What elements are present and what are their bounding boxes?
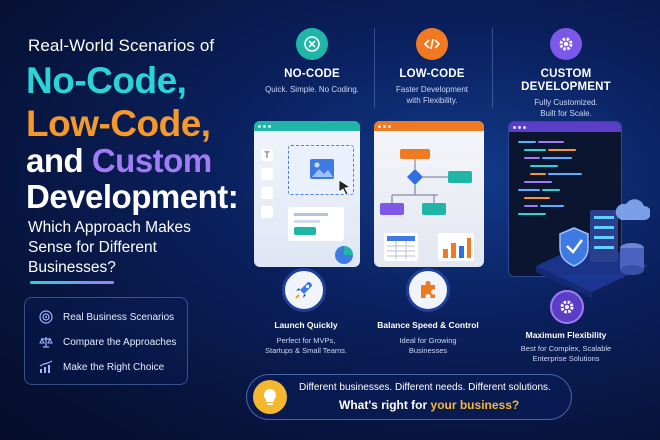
column-title: LOW-CODE xyxy=(399,68,465,80)
scale-icon xyxy=(39,337,53,348)
no-code-x-icon xyxy=(296,28,328,60)
column-desc: Fully Customized. Built for Scale. xyxy=(534,98,598,118)
server-illustration xyxy=(536,199,650,298)
bottom-line-1: Different businesses. Different needs. D… xyxy=(299,382,551,393)
column-divider xyxy=(374,28,375,108)
headline-no-code: No-Code, xyxy=(26,60,187,101)
lightbulb-icon xyxy=(253,380,287,414)
headline-underline xyxy=(30,281,114,284)
headline-lead: Real-World Scenarios of xyxy=(28,36,215,55)
code-lines xyxy=(518,141,582,215)
rocket-icon xyxy=(282,268,326,312)
gear-icon xyxy=(550,290,584,324)
caption-no-code: Launch Quickly Perfect for MVPs, Startup… xyxy=(265,320,347,355)
column-custom-header: CUSTOM DEVELOPMENT Fully Customized. Bui… xyxy=(506,28,626,119)
bottom-banner: Different businesses. Different needs. D… xyxy=(246,374,572,420)
target-icon xyxy=(39,310,53,324)
column-desc: Faster Development with Flexibility. xyxy=(395,85,469,105)
image-tool-icon xyxy=(261,168,273,180)
table-widget-icon xyxy=(384,233,418,261)
flowchart-diagram xyxy=(380,149,472,215)
column-title: NO-CODE xyxy=(284,68,340,80)
low-code-flow-panel xyxy=(374,121,484,267)
gear-icon xyxy=(550,28,582,60)
no-code-builder-panel: T xyxy=(254,121,360,267)
caption-low-code: Balance Speed & Control Ideal for Growin… xyxy=(377,320,479,355)
bottom-line-2: What's right for your business? xyxy=(339,398,520,412)
checklist-box: Real Business Scenarios Compare the Appr… xyxy=(24,297,188,385)
grid-tool-icon xyxy=(261,187,273,199)
bar-chart-widget-icon xyxy=(438,233,474,261)
checklist-item: Real Business Scenarios xyxy=(39,310,174,324)
headline-custom-word: Custom xyxy=(91,142,212,179)
column-desc: Quick. Simple. No Coding. xyxy=(265,85,359,94)
text-tool-icon: T xyxy=(261,149,273,161)
image-placeholder xyxy=(288,145,354,195)
code-brackets-icon xyxy=(416,28,448,60)
column-title: CUSTOM DEVELOPMENT xyxy=(521,68,611,93)
trend-chart-icon xyxy=(39,360,53,373)
puzzle-icon xyxy=(406,268,450,312)
column-low-code-header: LOW-CODE Faster Development with Flexibi… xyxy=(372,28,492,106)
headline-low-code: Low-Code, xyxy=(26,103,211,144)
headline-development: Development: xyxy=(26,178,239,215)
headline-question: Which Approach Makes Sense for Different… xyxy=(28,219,191,276)
caption-custom: Maximum Flexibility Best for Complex, Sc… xyxy=(520,330,612,363)
checklist-item: Make the Right Choice xyxy=(39,360,164,374)
widget-tool-icon xyxy=(261,206,273,218)
form-block xyxy=(288,207,344,241)
checklist-item: Compare the Approaches xyxy=(39,335,176,349)
column-divider xyxy=(492,28,493,108)
column-no-code-header: NO-CODE Quick. Simple. No Coding. xyxy=(252,28,372,96)
pie-chart-icon xyxy=(335,246,353,264)
headline-and: and xyxy=(26,142,84,179)
cursor-icon xyxy=(338,179,352,195)
headline-custom: and Custom xyxy=(26,140,212,182)
